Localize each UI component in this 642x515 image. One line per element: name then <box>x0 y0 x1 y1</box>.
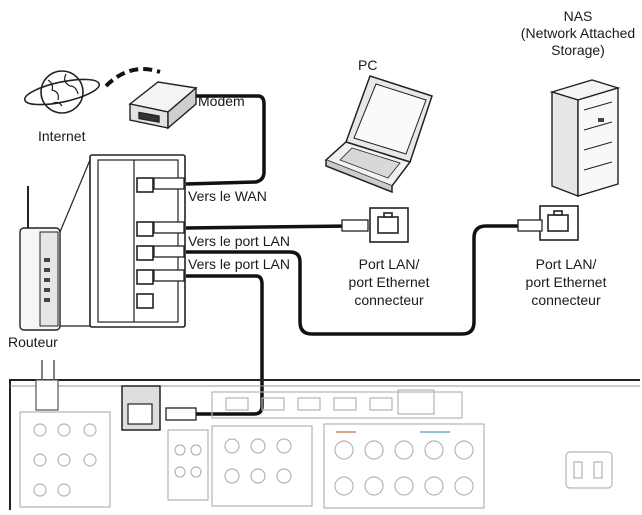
pc-port-label-line2: port Ethernet <box>348 274 430 290</box>
nas-title-line3: Storage) <box>551 42 605 58</box>
laptop-icon <box>324 75 433 194</box>
router-lan-port-1 <box>136 221 154 237</box>
internet-globe-icon <box>23 70 101 114</box>
cable-router-receiver <box>186 274 264 416</box>
plug-nas <box>517 219 543 232</box>
router-lan-port-2 <box>136 245 154 261</box>
internet-link-dashed <box>104 67 161 88</box>
plug-lan1 <box>153 221 185 234</box>
nas-tower-icon <box>549 79 621 198</box>
nas-port-label-line1: Port LAN/ <box>535 256 597 272</box>
av-receiver-rear-panel <box>9 360 640 510</box>
pc-port-label-line3: connecteur <box>354 292 424 308</box>
nas-port-label-line3: connecteur <box>531 292 601 308</box>
router-label: Routeur <box>8 334 58 350</box>
router-rear-panel <box>89 154 186 328</box>
router-lan-port-3 <box>136 269 154 285</box>
nas-lan-port-icon <box>539 205 579 241</box>
cable-modem-wan <box>185 94 266 186</box>
wan-label: Vers le WAN <box>188 188 267 204</box>
cables <box>185 94 522 416</box>
router-callout-lines <box>59 159 91 327</box>
cable-router-nas <box>186 224 522 336</box>
cable-router-pc <box>185 224 351 230</box>
nas-port-label-line2: port Ethernet <box>525 274 607 290</box>
lan-label-2: Vers le port LAN <box>188 256 290 272</box>
router-icon <box>19 186 61 331</box>
plug-lan3 <box>153 269 185 282</box>
pc-port-label-line1: Port LAN/ <box>358 256 420 272</box>
internet-label: Internet <box>38 128 86 144</box>
plug-pc <box>341 219 369 232</box>
modem-label: Modem <box>198 93 245 109</box>
nas-title-line1: NAS <box>563 8 593 24</box>
plug-wan <box>153 177 185 190</box>
rj45-plugs <box>153 177 543 421</box>
router-lan-port-4 <box>136 293 154 309</box>
pc-label: PC <box>358 57 378 73</box>
plug-lan2 <box>153 245 185 258</box>
nas-title-line2: (Network Attached <box>520 25 636 41</box>
plug-receiver <box>165 407 197 421</box>
lan-label-1: Vers le port LAN <box>188 233 290 249</box>
router-wan-port <box>136 177 154 193</box>
modem-icon <box>128 81 198 130</box>
pc-lan-port-icon <box>369 207 409 243</box>
